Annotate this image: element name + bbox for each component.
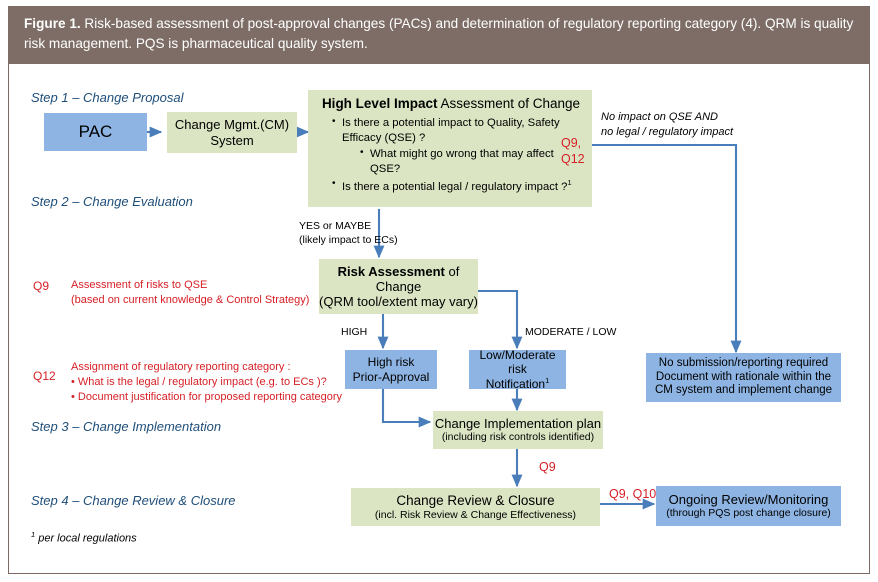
node-hli-title-bold: High Level Impact (321, 96, 438, 111)
edge-label-yes-maybe: YES or MAYBE (likely impact to ECs) (299, 219, 398, 247)
node-high-risk-line2: Prior-Approval (352, 369, 430, 384)
figure-footnote-mark: 1 (31, 530, 36, 539)
node-cm-system-line1: Change Mgmt.(CM) (174, 117, 290, 133)
node-cm-system[interactable]: Change Mgmt.(CM) System (167, 112, 297, 153)
node-cm-system-line2: System (210, 132, 254, 148)
edge-label-q9-q12: Q9, Q12 (561, 136, 585, 167)
annotation-q12-bullet-2: • Document justification for proposed re… (71, 390, 343, 403)
edge-label-q9: Q9 (539, 460, 556, 474)
figure-caption: Figure 1. Risk-based assessment of post-… (8, 6, 870, 64)
node-hli-bullet-2: Is there a potential legal / regulatory … (332, 177, 584, 195)
node-pac[interactable]: PAC (44, 113, 147, 151)
annotation-q12-text: Assignment of regulatory reporting categ… (71, 360, 342, 405)
figure-footnote: 1 per local regulations (31, 530, 137, 545)
node-hli-bullet-2-text: Is there a potential legal / regulatory … (342, 180, 568, 193)
edge-label-no-impact-line1: No impact on QSE AND (601, 111, 718, 123)
node-low-moderate-risk-line1: Low/Moderate risk (479, 348, 556, 377)
edge-label-q9-q12-line2: Q12 (561, 151, 585, 166)
node-hli-title-rest: Assessment of Change (437, 96, 581, 111)
node-change-review-closure[interactable]: Change Review & Closure (incl. Risk Revi… (351, 488, 600, 526)
node-hli-footnote-mark: 1 (567, 177, 572, 187)
annotation-q12-key: Q12 (33, 369, 56, 383)
edge-label-q9-q10: Q9, Q10 (609, 487, 657, 501)
arrow-hli-to-nosubmission (592, 143, 742, 354)
edge-label-high: HIGH (341, 326, 368, 338)
step-label-1: Step 1 – Change Proposal (31, 90, 184, 105)
figure-caption-label: Figure 1. (24, 16, 81, 31)
node-no-submission-line2: Document with rationale within the (655, 370, 832, 383)
annotation-q12-bullet-2-text: Document justification for proposed repo… (77, 390, 343, 403)
annotation-q9-text: Assessment of risks to QSE (based on cur… (71, 278, 309, 308)
edge-label-yes-maybe-line2: (likely impact to ECs) (299, 234, 398, 247)
node-hli-bullet-1: Is there a potential impact to Quality, … (332, 115, 584, 146)
node-high-risk[interactable]: High risk Prior-Approval (345, 350, 437, 389)
node-low-moderate-risk-footnote-mark: 1 (545, 375, 550, 385)
figure-caption-text: Risk-based assessment of post-approval c… (24, 16, 854, 51)
node-risk-assessment-line2: Change (375, 278, 422, 294)
step-label-3: Step 3 – Change Implementation (31, 419, 222, 434)
node-ongoing-line2: (through PQS post change closure) (666, 507, 831, 520)
node-change-implementation-plan[interactable]: Change Implementation plan (including ri… (433, 411, 603, 449)
node-pac-label: PAC (78, 121, 113, 141)
node-review-line1: Change Review & Closure (396, 492, 555, 508)
node-high-risk-line1: High risk (367, 355, 415, 370)
node-review-line2: (incl. Risk Review & Change Effectivenes… (374, 508, 577, 521)
node-plan-line2: (including risk controls identified) (441, 431, 595, 444)
arrow-highrisk-to-plan (381, 389, 432, 428)
annotation-q12-bullet-1-text: What is the legal / regulatory impact (e… (77, 375, 327, 388)
node-low-moderate-risk-line2-text: Notification (485, 376, 546, 391)
node-plan-line1: Change Implementation plan (434, 416, 602, 432)
edge-label-yes-maybe-line1: YES or MAYBE (299, 220, 372, 232)
node-risk-assessment-line1: Risk Assessment of (338, 264, 460, 279)
node-low-moderate-risk-line2: Notification1 (485, 375, 550, 391)
edge-label-no-impact: No impact on QSE AND no legal / regulato… (601, 110, 733, 140)
diagram-canvas: Step 1 – Change Proposal Step 2 – Change… (9, 64, 869, 573)
node-low-moderate-risk[interactable]: Low/Moderate risk Notification1 (469, 348, 566, 391)
node-risk-assessment-rest: of (444, 263, 460, 279)
node-hli-bullets: Is there a potential impact to Quality, … (318, 115, 584, 195)
annotation-q12-line1: Assignment of regulatory reporting categ… (71, 361, 291, 373)
node-hli-title: High Level Impact Assessment of Change (318, 96, 584, 111)
node-high-level-impact[interactable]: High Level Impact Assessment of Change I… (308, 90, 592, 207)
annotation-q9-line1: Assessment of risks to QSE (71, 279, 208, 291)
node-hli-subbullet-1: What might go wrong that may affect QSE? (360, 146, 584, 177)
annotation-q9-key: Q9 (33, 279, 50, 293)
step-label-2: Step 2 – Change Evaluation (31, 194, 193, 209)
node-no-submission-line3: CM system and implement change (654, 384, 833, 397)
node-no-submission-line1: No submission/reporting required (658, 357, 829, 370)
node-risk-assessment-line3: (QRM tool/extent may vary) (319, 294, 478, 310)
node-ongoing-review[interactable]: Ongoing Review/Monitoring (through PQS p… (656, 486, 841, 526)
node-ongoing-line1: Ongoing Review/Monitoring (668, 492, 829, 508)
edge-label-q9-q12-line1: Q9, (561, 136, 582, 150)
arrow-risk-to-lowmod (478, 289, 523, 350)
annotation-q9-line2: (based on current knowledge & Control St… (71, 293, 310, 306)
node-no-submission[interactable]: No submission/reporting required Documen… (646, 353, 841, 402)
edge-label-moderate-low: MODERATE / LOW (525, 326, 617, 338)
node-risk-assessment[interactable]: Risk Assessment of Change (QRM tool/exte… (319, 259, 478, 314)
node-hli-subbullets: What might go wrong that may affect QSE? (332, 146, 584, 177)
edge-label-no-impact-line2: no legal / regulatory impact (601, 125, 734, 138)
step-label-4: Step 4 – Change Review & Closure (31, 493, 236, 508)
node-risk-assessment-bold: Risk Assessment (337, 263, 445, 279)
annotation-q12-bullet-1: • What is the legal / regulatory impact … (71, 375, 327, 388)
figure-footnote-text: per local regulations (35, 532, 137, 545)
